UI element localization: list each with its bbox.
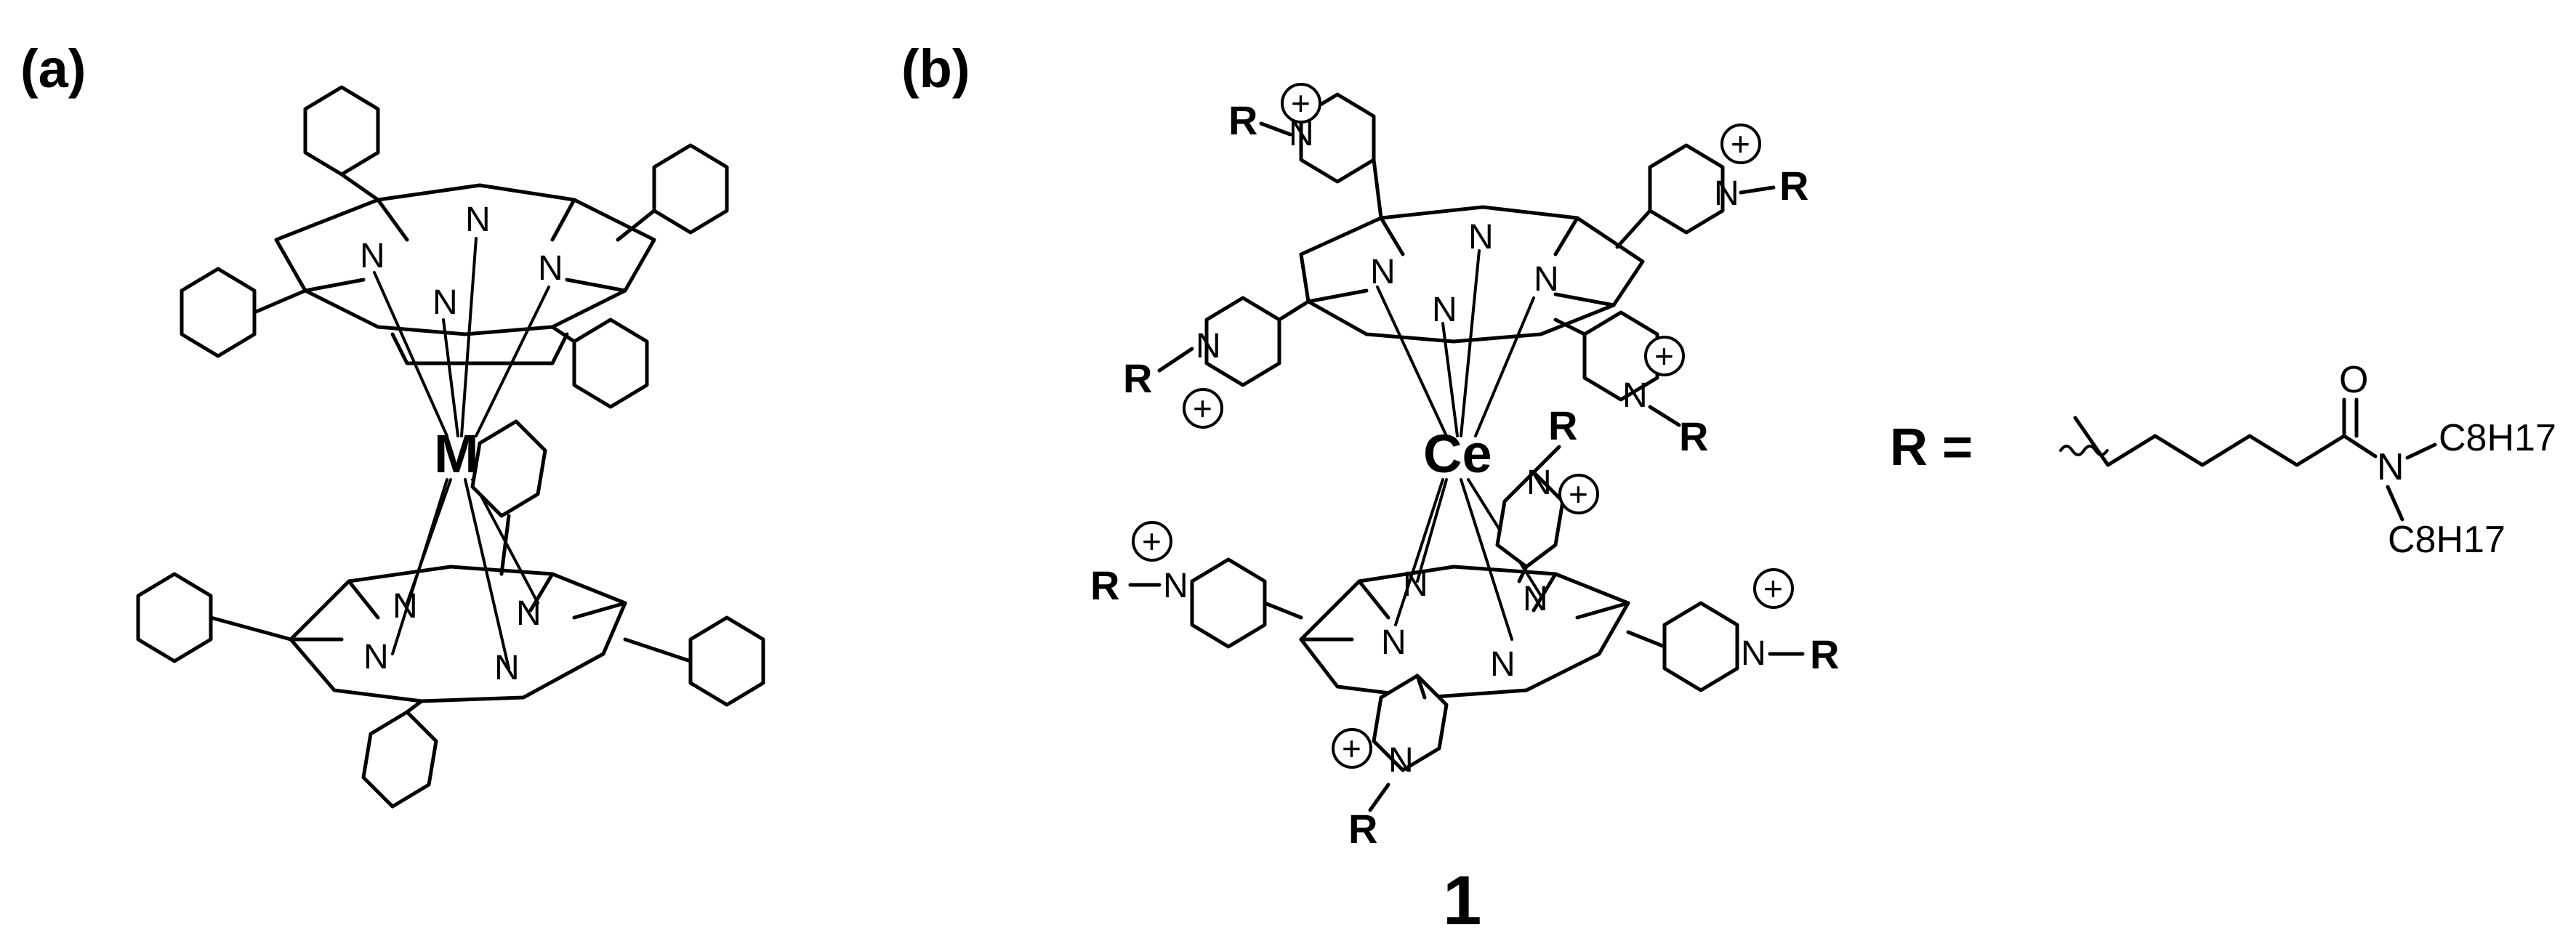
positive-charge bbox=[1558, 474, 1599, 514]
r-group-definition: R = O N C8H17 C8H17 bbox=[1890, 359, 2556, 561]
panel-a-label: (a) bbox=[20, 39, 86, 99]
nitrogen-atom: N bbox=[1741, 634, 1766, 673]
nitrogen-atom: N bbox=[1196, 327, 1221, 365]
nitrogen-atom: N bbox=[1490, 645, 1516, 684]
pyridinium-unit: N R + bbox=[1123, 296, 1311, 429]
charge-sign: + bbox=[1342, 729, 1361, 767]
nitrogen-atom: N bbox=[363, 638, 389, 676]
phenyl-ring bbox=[180, 267, 257, 358]
r-substituent: R bbox=[1779, 163, 1808, 209]
nitrogen-atom: N bbox=[1622, 376, 1648, 415]
r-substituent: R bbox=[1228, 97, 1257, 143]
metal-center-M: M bbox=[434, 424, 479, 484]
r-substituent: R bbox=[1348, 806, 1377, 852]
r-substituent: R bbox=[1679, 413, 1708, 459]
compound-number: 1 bbox=[1443, 862, 1481, 939]
charge-sign: + bbox=[1654, 337, 1674, 375]
panel-a-upper-porphyrin: N N N N bbox=[180, 85, 729, 409]
positive-charge bbox=[1281, 83, 1321, 124]
nitrogen-atom: N bbox=[516, 594, 542, 633]
phenyl-ring bbox=[303, 85, 380, 177]
panel-b-label: (b) bbox=[901, 39, 970, 99]
r-substituent: R bbox=[1810, 631, 1839, 677]
pyridinium-unit: R N + bbox=[1495, 403, 1599, 583]
positive-charge bbox=[1332, 728, 1372, 769]
nitrogen-atom: N bbox=[1370, 253, 1396, 291]
phenyl-ring bbox=[136, 572, 213, 663]
phenyl-ring bbox=[652, 143, 729, 235]
octyl-chain: C8H17 bbox=[2439, 417, 2556, 459]
nitrogen-atom: N bbox=[538, 249, 563, 288]
pyridinium-unit: N R + bbox=[1615, 124, 1808, 249]
nitrogen-atom: N bbox=[1388, 741, 1414, 780]
positive-charge bbox=[1644, 336, 1685, 376]
phenyl-ring bbox=[688, 615, 765, 707]
amide-nitrogen: N bbox=[2377, 446, 2404, 488]
nitrogen-atom: N bbox=[432, 283, 458, 322]
nitrogen-atom: N bbox=[1381, 623, 1406, 662]
metal-center-Ce: Ce bbox=[1423, 424, 1492, 484]
nitrogen-atom: N bbox=[1523, 580, 1548, 618]
nitrogen-atom: N bbox=[1163, 567, 1188, 605]
panel-a-lower-porphyrin: N N N N bbox=[136, 419, 765, 809]
panel-b-structure: N N N N R N + N R + N bbox=[1090, 83, 1839, 852]
panel-b-upper-porphyrin: N N N N bbox=[1299, 205, 1645, 344]
charge-sign: + bbox=[1763, 570, 1783, 607]
phenyl-ring bbox=[470, 419, 547, 518]
pyridinium-unit: N R + bbox=[1626, 568, 1839, 692]
pyridinium-unit: N R + bbox=[1090, 521, 1303, 649]
pyridinium-unit: N R + bbox=[1332, 674, 1449, 852]
octyl-chain: C8H17 bbox=[2388, 519, 2505, 561]
nitrogen-atom: N bbox=[465, 201, 491, 239]
charge-sign: + bbox=[1291, 84, 1311, 122]
phenyl-ring bbox=[572, 318, 649, 409]
r-substituent: R bbox=[1548, 403, 1577, 448]
nitrogen-atom: N bbox=[393, 587, 418, 626]
r-definition-label: R = bbox=[1890, 419, 1973, 477]
nitrogen-atom: N bbox=[1403, 565, 1428, 604]
nitrogen-atom: N bbox=[1432, 291, 1457, 329]
charge-sign: + bbox=[1731, 125, 1750, 163]
nitrogen-atom: N bbox=[494, 649, 520, 687]
pyridinium-unit: R N + bbox=[1228, 83, 1383, 220]
nitrogen-atom: N bbox=[1714, 174, 1739, 213]
positive-charge bbox=[1132, 521, 1172, 562]
r-substituent: R bbox=[1090, 562, 1119, 608]
panel-a-structure: N N N N M bbox=[136, 85, 765, 809]
phenyl-ring bbox=[361, 710, 438, 809]
positive-charge bbox=[1753, 568, 1794, 609]
nitrogen-atom: N bbox=[1468, 218, 1494, 256]
alkyl-chain bbox=[2073, 416, 2346, 467]
nitrogen-atom: N bbox=[1534, 260, 1559, 299]
positive-charge bbox=[1183, 388, 1223, 429]
r-substituent: R bbox=[1123, 355, 1152, 401]
charge-sign: + bbox=[1569, 475, 1588, 513]
pyridinium-unit: N R + bbox=[1553, 310, 1708, 459]
panel-b-lower-porphyrin: N N N N bbox=[1299, 565, 1630, 700]
nitrogen-atom: N bbox=[360, 237, 385, 275]
nitrogen-atom: N bbox=[1526, 464, 1552, 502]
positive-charge bbox=[1720, 124, 1761, 164]
carbonyl-oxygen: O bbox=[2339, 359, 2368, 401]
charge-sign: + bbox=[1142, 522, 1162, 560]
charge-sign: + bbox=[1193, 389, 1212, 427]
